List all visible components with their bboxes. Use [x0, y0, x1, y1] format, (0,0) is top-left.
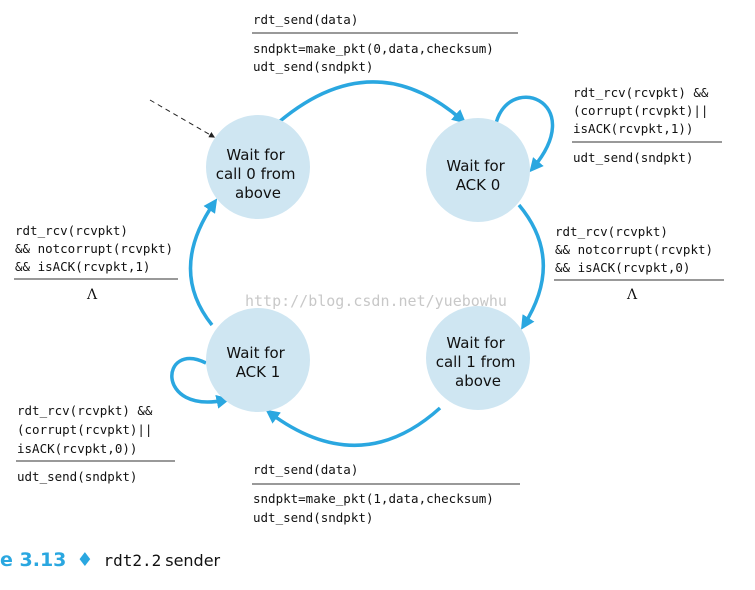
svg-text:Wait for call 0 from: Wait for call 0 from above	[216, 146, 301, 202]
event-text: rdt_rcv(rcvpkt) &&	[17, 403, 153, 418]
action-text: udt_send(sndpkt)	[17, 469, 137, 484]
transition-ack0-self-label: rdt_rcv(rcvpkt) && (corrupt(rcvpkt)|| is…	[572, 85, 722, 165]
figure-number: e 3.13	[0, 549, 66, 571]
caption-title-mono: rdt2.2	[103, 551, 161, 570]
state-label: call 0 from	[216, 165, 296, 183]
state-label: call 1 from	[436, 353, 516, 371]
action-text: sndpkt=make_pkt(1,data,checksum)	[253, 491, 494, 506]
state-label: Wait for	[226, 344, 285, 362]
action-text: udt_send(sndpkt)	[573, 150, 693, 165]
state-wait-call-1: Wait for call 1 from above	[426, 306, 530, 410]
arc-bottom	[265, 406, 442, 448]
event-text: && isACK(rcvpkt,1)	[15, 259, 150, 274]
event-text: rdt_rcv(rcvpkt)	[15, 223, 128, 238]
state-circle	[426, 306, 530, 410]
svg-text:Wait for call 1 from: Wait for call 1 from above	[436, 334, 521, 390]
figure-caption: e 3.13 ♦ rdt2.2 sender	[0, 549, 221, 571]
state-label: above	[455, 372, 501, 390]
transition-right-label: rdt_rcv(rcvpkt) && notcorrupt(rcvpkt) &&…	[554, 224, 724, 303]
action-text: udt_send(sndpkt)	[253, 59, 373, 74]
event-text: isACK(rcvpkt,1))	[573, 121, 693, 136]
event-text: isACK(rcvpkt,0))	[17, 441, 137, 456]
state-wait-ack-1: Wait for ACK 1	[206, 308, 310, 412]
state-label: ACK 1	[236, 363, 281, 381]
caption-title: sender	[165, 551, 220, 570]
event-text: rdt_rcv(rcvpkt)	[555, 224, 668, 239]
svg-text:Wait for ACK 0: Wait for ACK 0	[446, 157, 509, 194]
action-text: udt_send(sndpkt)	[253, 510, 373, 525]
event-text: && isACK(rcvpkt,0)	[555, 260, 690, 275]
svg-text:e 3.13 ♦ rdt2.2: e 3.13 ♦ rdt2.2 sender	[0, 549, 221, 571]
transition-left-label: rdt_rcv(rcvpkt) && notcorrupt(rcvpkt) &&…	[14, 223, 178, 303]
arc-ack0-self	[493, 95, 555, 173]
state-circle	[206, 115, 310, 219]
state-label: above	[235, 184, 281, 202]
transition-ack1-self-label: rdt_rcv(rcvpkt) && (corrupt(rcvpkt)|| is…	[16, 403, 175, 484]
state-label: Wait for	[226, 146, 285, 164]
watermark: http://blog.csdn.net/yuebowhu	[245, 292, 507, 310]
state-circle	[426, 118, 530, 222]
action-text: sndpkt=make_pkt(0,data,checksum)	[253, 41, 494, 56]
svg-text:Wait for ACK 1: Wait for ACK 1	[226, 344, 289, 381]
initial-state-arrow	[149, 99, 216, 138]
state-label: ACK 0	[456, 176, 501, 194]
caption-bullet: ♦	[76, 549, 93, 571]
state-label: Wait for	[446, 157, 505, 175]
state-circle	[206, 308, 310, 412]
event-text: && notcorrupt(rcvpkt)	[15, 241, 173, 256]
event-text: (corrupt(rcvpkt)||	[573, 103, 708, 118]
state-wait-ack-0: Wait for ACK 0	[426, 118, 530, 222]
state-wait-call-0: Wait for call 0 from above	[206, 115, 310, 219]
event-text: (corrupt(rcvpkt)||	[17, 422, 152, 437]
event-text: rdt_send(data)	[253, 12, 358, 27]
event-text: rdt_send(data)	[253, 462, 358, 477]
arc-ack1-self	[170, 356, 231, 409]
event-text: && notcorrupt(rcvpkt)	[555, 242, 713, 257]
arc-right	[517, 203, 545, 330]
state-label: Wait for	[446, 334, 505, 352]
transition-bottom-label: rdt_send(data) sndpkt=make_pkt(1,data,ch…	[252, 462, 520, 525]
arc-top	[270, 80, 467, 130]
arc-left	[188, 198, 218, 327]
transition-top-label: rdt_send(data) sndpkt=make_pkt(0,data,ch…	[252, 12, 518, 74]
lambda-action: Λ	[86, 287, 98, 303]
event-text: rdt_rcv(rcvpkt) &&	[573, 85, 709, 100]
lambda-action: Λ	[626, 287, 638, 303]
